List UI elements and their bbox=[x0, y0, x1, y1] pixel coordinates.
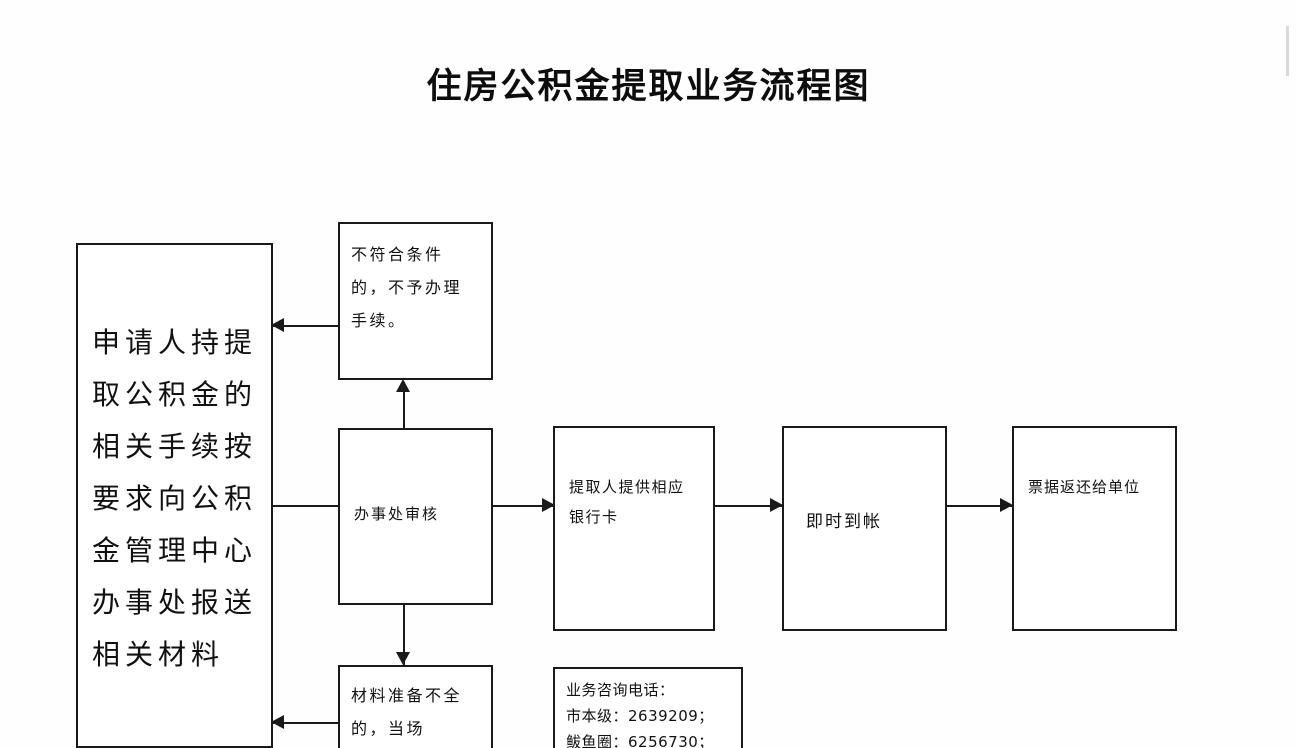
node-label-reject: 不符合条件的，不予办理手续。 bbox=[351, 245, 463, 330]
node-receipt-returned-to-employer[interactable]: 票据返还给单位 bbox=[1012, 426, 1177, 631]
contact-info-box: 业务咨询电话： 市本级：2639209； 鲅鱼圈：6256730； bbox=[553, 667, 743, 748]
edge-reject-to-apply-arrowhead bbox=[271, 318, 284, 332]
node-label-review: 办事处审核 bbox=[354, 505, 440, 523]
scan-artifact-line bbox=[1286, 26, 1289, 76]
node-label-bank: 提取人提供相应银行卡 bbox=[569, 478, 685, 526]
node-office-review[interactable]: 办事处审核 bbox=[338, 428, 493, 605]
edge-instant-to-receipt-arrowhead bbox=[1000, 498, 1013, 512]
edge-bank-to-instant-arrowhead bbox=[770, 498, 783, 512]
edge-apply-to-review-line bbox=[273, 505, 339, 507]
node-label-receipt: 票据返还给单位 bbox=[1028, 478, 1141, 496]
edge-instant-to-receipt-line bbox=[947, 505, 1013, 507]
edge-incomplete-to-apply-line bbox=[271, 722, 340, 724]
contact-info-text: 业务咨询电话： 市本级：2639209； 鲅鱼圈：6256730； bbox=[555, 677, 741, 748]
edge-reject-to-apply-line bbox=[271, 325, 340, 327]
edge-review-to-incomplete-line bbox=[403, 605, 405, 665]
node-incomplete-materials[interactable]: 材料准备不全的，当场 bbox=[338, 665, 493, 748]
edge-review-to-bank-arrowhead bbox=[542, 498, 555, 512]
node-label-incomplete: 材料准备不全的，当场 bbox=[351, 686, 463, 738]
contact-heading: 业务咨询电话： bbox=[566, 681, 675, 699]
node-label-instant: 即时到帐 bbox=[806, 512, 882, 532]
edge-incomplete-to-apply-arrowhead bbox=[271, 715, 284, 729]
node-not-eligible-rejected[interactable]: 不符合条件的，不予办理手续。 bbox=[338, 222, 493, 380]
edge-bank-to-instant-line bbox=[715, 505, 783, 507]
contact-line-city: 市本级：2639209； bbox=[566, 707, 714, 725]
node-label-apply: 申请人持提取公积金的相关手续按要求向公积金管理中心办事处报送相关材料 bbox=[92, 326, 258, 671]
contact-line-bayuquan: 鲅鱼圈：6256730； bbox=[566, 733, 714, 748]
node-instant-transfer[interactable]: 即时到帐 bbox=[782, 426, 947, 631]
edge-review-to-reject-arrowhead bbox=[396, 379, 410, 392]
page-title: 住房公积金提取业务流程图 bbox=[426, 66, 871, 107]
edge-review-to-bank-line bbox=[493, 505, 554, 507]
node-applicant-submits-materials[interactable]: 申请人持提取公积金的相关手续按要求向公积金管理中心办事处报送相关材料 bbox=[76, 243, 273, 748]
node-provide-bank-card[interactable]: 提取人提供相应银行卡 bbox=[553, 426, 715, 631]
edge-review-to-incomplete-arrowhead bbox=[396, 652, 410, 665]
edge-review-to-reject-line bbox=[403, 382, 405, 430]
